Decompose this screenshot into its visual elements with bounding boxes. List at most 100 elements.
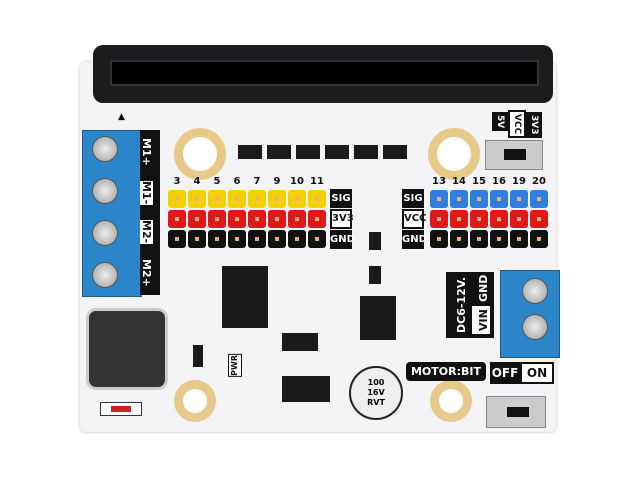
header-pin[interactable] xyxy=(510,190,528,208)
power-select-label: VCC xyxy=(508,110,526,139)
header-pin[interactable] xyxy=(470,230,488,248)
terminal-screw[interactable] xyxy=(522,278,548,304)
gnd-label: GND xyxy=(477,274,490,302)
pin-number: 7 xyxy=(253,176,261,187)
header-pin[interactable] xyxy=(208,210,226,228)
pin-number: 3 xyxy=(173,176,181,187)
motor-label: M2- xyxy=(140,220,153,244)
mount-hole xyxy=(430,380,472,422)
terminal-screw[interactable] xyxy=(92,262,118,288)
pin-number: 20 xyxy=(532,176,546,187)
pin-number: 13 xyxy=(432,176,446,187)
header-pin[interactable] xyxy=(208,190,226,208)
header-pin[interactable] xyxy=(490,230,508,248)
transistor xyxy=(354,145,378,159)
mount-hole xyxy=(174,128,226,180)
power-switch[interactable] xyxy=(486,396,546,428)
mount-hole xyxy=(428,128,480,180)
header-pin[interactable] xyxy=(188,230,206,248)
header-pin[interactable] xyxy=(168,230,186,248)
on-label: ON xyxy=(522,364,552,382)
onoff-label: OFF ON xyxy=(490,362,554,384)
header-pin[interactable] xyxy=(470,210,488,228)
header-pin[interactable] xyxy=(168,190,186,208)
power-range-label: DC6-12V. xyxy=(455,277,468,334)
row-label: SIG xyxy=(330,189,352,208)
header-pin[interactable] xyxy=(430,190,448,208)
header-pin[interactable] xyxy=(168,210,186,228)
capacitor-label: 100 16V RVT xyxy=(367,378,385,407)
edge-connector-slot xyxy=(110,60,539,86)
header-pin[interactable] xyxy=(308,230,326,248)
header-pin[interactable] xyxy=(288,210,306,228)
power-select-label: 5V xyxy=(492,112,508,132)
header-pin[interactable] xyxy=(188,210,206,228)
mount-hole xyxy=(174,380,216,422)
pin-number: 11 xyxy=(310,176,324,187)
header-pin[interactable] xyxy=(248,210,266,228)
off-label: OFF xyxy=(491,366,519,380)
transistor xyxy=(238,145,262,159)
header-pin[interactable] xyxy=(430,210,448,228)
board-name: MOTOR:BIT xyxy=(406,362,486,381)
pin-number: 6 xyxy=(233,176,241,187)
header-pin[interactable] xyxy=(308,210,326,228)
row-label: VCC xyxy=(402,209,426,229)
motor-label: M1+ xyxy=(140,137,153,166)
header-pin[interactable] xyxy=(430,230,448,248)
capacitor: 100 16V RVT xyxy=(349,366,403,420)
header-pin[interactable] xyxy=(268,190,286,208)
pwr-led-label: PWR xyxy=(228,354,242,377)
header-pin[interactable] xyxy=(268,210,286,228)
header-pin[interactable] xyxy=(510,210,528,228)
row-label: SIG xyxy=(402,189,424,208)
header-pin[interactable] xyxy=(510,230,528,248)
header-pin[interactable] xyxy=(450,210,468,228)
header-pin[interactable] xyxy=(268,230,286,248)
header-pin[interactable] xyxy=(530,190,548,208)
vin-label: VIN xyxy=(472,306,490,334)
header-pin[interactable] xyxy=(188,190,206,208)
led-diode xyxy=(100,402,142,416)
pin-number: 9 xyxy=(273,176,281,187)
header-pin[interactable] xyxy=(288,230,306,248)
diode xyxy=(282,333,318,351)
motor-driver-chip xyxy=(222,266,268,328)
pin-number: 15 xyxy=(472,176,486,187)
header-pin[interactable] xyxy=(228,210,246,228)
terminal-screw[interactable] xyxy=(92,178,118,204)
header-pin[interactable] xyxy=(288,190,306,208)
motor-label-strip: M1+ M1- M2- M2+ xyxy=(140,130,160,295)
power-select-switch[interactable] xyxy=(485,140,543,170)
motor-label: M1- xyxy=(140,181,153,205)
transistor xyxy=(369,232,381,250)
transistor xyxy=(296,145,320,159)
header-pin[interactable] xyxy=(490,210,508,228)
header-pin[interactable] xyxy=(470,190,488,208)
pin-number: 19 xyxy=(512,176,526,187)
regulator xyxy=(282,376,330,402)
header-pin[interactable] xyxy=(530,230,548,248)
row-label: 3V3 xyxy=(330,209,354,229)
header-pin[interactable] xyxy=(530,210,548,228)
terminal-screw[interactable] xyxy=(522,314,548,340)
row-label: GND xyxy=(330,230,355,249)
header-pin[interactable] xyxy=(450,190,468,208)
regulator xyxy=(360,296,396,340)
buzzer xyxy=(86,308,168,390)
header-pin[interactable] xyxy=(450,230,468,248)
pin-number: 5 xyxy=(213,176,221,187)
header-pin[interactable] xyxy=(228,190,246,208)
header-pin[interactable] xyxy=(248,190,266,208)
terminal-screw[interactable] xyxy=(92,220,118,246)
header-pin[interactable] xyxy=(228,230,246,248)
header-pin[interactable] xyxy=(490,190,508,208)
header-pin[interactable] xyxy=(208,230,226,248)
terminal-screw[interactable] xyxy=(92,136,118,162)
transistor xyxy=(267,145,291,159)
arrow-marker: ▲ xyxy=(118,112,125,122)
transistor xyxy=(325,145,349,159)
transistor xyxy=(383,145,407,159)
header-pin[interactable] xyxy=(248,230,266,248)
header-pin[interactable] xyxy=(308,190,326,208)
